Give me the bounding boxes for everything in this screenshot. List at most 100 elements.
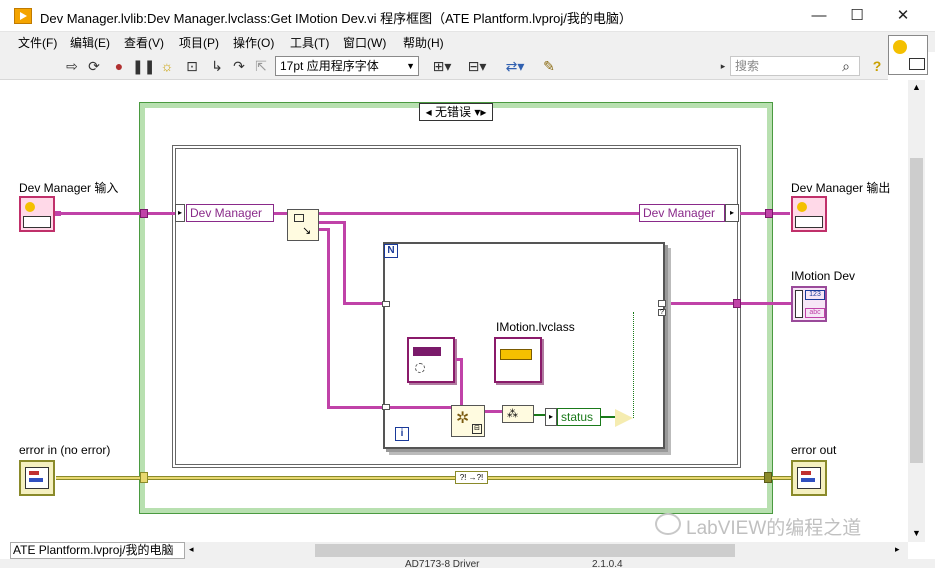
- step-over-icon[interactable]: ↷: [233, 58, 245, 74]
- wire-constant-a[interactable]: [456, 358, 462, 361]
- step-into-icon[interactable]: ↳: [211, 58, 223, 74]
- search-input[interactable]: 搜索: [730, 56, 860, 76]
- class-box-icon: [23, 216, 51, 228]
- terminal-imotion-dev[interactable]: 123 abc: [791, 286, 827, 322]
- abort-icon[interactable]: ●: [114, 58, 124, 74]
- pause-icon[interactable]: ❚❚: [132, 58, 156, 74]
- wire-branch-a-down[interactable]: [343, 221, 346, 303]
- terminal-error-out[interactable]: [791, 460, 827, 496]
- vi-icon[interactable]: [888, 35, 928, 75]
- error-cluster-bar-a: [29, 471, 39, 475]
- maximize-button[interactable]: ☐: [850, 7, 864, 24]
- step-out-icon[interactable]: ⇱: [255, 58, 267, 74]
- terminal-dev-manager-in[interactable]: [19, 196, 55, 232]
- wechat-icon: [655, 513, 681, 535]
- run-arrow-icon[interactable]: ⇨: [66, 58, 78, 74]
- font-size-select[interactable]: 17pt 应用程序字体 ▼: [275, 56, 419, 76]
- scroll-down-icon[interactable]: ▼: [912, 528, 921, 538]
- string-glyph: abc: [805, 308, 825, 318]
- background-driver-version: 2.1.0.4: [592, 559, 623, 570]
- class-constant-bar: [413, 347, 441, 356]
- to-more-specific-class-node[interactable]: ✲ ⊟: [451, 405, 485, 437]
- cast-icon: ✲: [456, 410, 470, 427]
- align-objects-icon[interactable]: ⊞▾: [432, 58, 452, 74]
- error-merge-node[interactable]: ?! →?!: [455, 471, 488, 484]
- numeric-glyph: 123: [805, 290, 825, 300]
- cast-type-icon: ⊟: [472, 424, 482, 434]
- menu-file[interactable]: 文件(F): [18, 36, 58, 50]
- error-cluster-icon-out: [797, 467, 821, 489]
- vertical-scrollbar[interactable]: ▲ ▼: [908, 80, 925, 542]
- menu-window[interactable]: 窗口(W): [343, 36, 387, 50]
- class-constant-imotion-bar: [500, 349, 532, 360]
- wire-to-bundle[interactable]: [318, 212, 640, 215]
- class-constant-dev-manager[interactable]: [407, 337, 455, 383]
- wire-error-cluster[interactable]: [56, 476, 791, 480]
- scroll-up-icon[interactable]: ▲: [912, 82, 921, 92]
- menu-help[interactable]: 帮助(H): [403, 36, 444, 50]
- wire-to-unbundle-error[interactable]: [485, 410, 503, 413]
- chevron-right-icon[interactable]: ▸: [720, 61, 726, 71]
- loop-iteration-terminal: i: [395, 427, 409, 441]
- wire-loop-b[interactable]: [390, 406, 452, 409]
- get-data-node[interactable]: ↘: [287, 209, 319, 241]
- menu-project[interactable]: 项目(P): [179, 36, 219, 50]
- label-dev-manager-in: Dev Manager 输入: [19, 181, 119, 195]
- wire-to-unbundle[interactable]: [274, 212, 288, 215]
- wire-status[interactable]: [534, 414, 546, 416]
- label-error-in: error in (no error): [19, 443, 111, 457]
- scroll-left-icon[interactable]: ◂: [189, 544, 194, 554]
- error-cluster-icon: [25, 467, 49, 489]
- wire-imotion-out[interactable]: [663, 302, 791, 305]
- menu-edit[interactable]: 编辑(E): [70, 36, 110, 50]
- terminal-dev-manager-out[interactable]: [791, 196, 827, 232]
- title-bar: Dev Manager.lvlib:Dev Manager.lvclass:Ge…: [0, 0, 935, 32]
- status-unbundle-label[interactable]: status: [557, 408, 601, 426]
- horizontal-scroll-thumb[interactable]: [315, 544, 735, 557]
- class-constant-imotion[interactable]: [494, 337, 542, 383]
- wire-to-conditional[interactable]: [633, 312, 635, 418]
- error-cluster-bar-out-b: [801, 478, 815, 482]
- retain-wire-values-icon[interactable]: ⊡: [186, 58, 198, 74]
- wire-branch-b-down[interactable]: [327, 228, 330, 408]
- wire-status-to-not[interactable]: [601, 416, 615, 418]
- tunnel-dev-manager-in: [140, 209, 148, 218]
- loop-count-terminal[interactable]: N: [384, 244, 398, 258]
- not-function-icon[interactable]: [615, 409, 633, 427]
- arrow-icon: ↘: [302, 225, 312, 237]
- wire-branch-b[interactable]: [318, 228, 328, 231]
- close-button[interactable]: ✕: [896, 7, 910, 24]
- tunnel-imotion-out: [733, 299, 741, 308]
- case-selector[interactable]: ◂ 无错误 ▾▸: [419, 103, 493, 121]
- context-help-icon[interactable]: ?: [872, 58, 882, 74]
- wire-branch-a[interactable]: [318, 221, 343, 224]
- highlight-execution-icon[interactable]: ☼: [160, 58, 174, 74]
- unbundle-left-tab: ▸: [175, 204, 185, 222]
- run-continuously-icon[interactable]: ⟳: [88, 58, 100, 74]
- bundle-by-name-node[interactable]: Dev Manager: [639, 204, 725, 222]
- wire-branch-a-in[interactable]: [343, 302, 383, 305]
- clean-up-diagram-icon[interactable]: ✎: [543, 58, 555, 74]
- font-size-value: 17pt 应用程序字体: [280, 59, 379, 73]
- search-icon[interactable]: ⌕: [842, 58, 850, 74]
- menu-bar: 文件(F) 编辑(E) 查看(V) 项目(P) 操作(O) 工具(T) 窗口(W…: [0, 32, 935, 52]
- reorder-icon[interactable]: ⇄▾: [505, 58, 525, 74]
- menu-tools[interactable]: 工具(T): [290, 36, 330, 50]
- wire-dev-manager-in[interactable]: [56, 212, 176, 215]
- terminal-error-in[interactable]: [19, 460, 55, 496]
- wire-constant-a-down[interactable]: [460, 358, 463, 408]
- menu-view[interactable]: 查看(V): [124, 36, 164, 50]
- minimize-button[interactable]: —: [811, 7, 827, 24]
- unbundle-by-name-node[interactable]: Dev Manager: [186, 204, 274, 222]
- scroll-right-icon[interactable]: ▸: [895, 544, 900, 554]
- wire-branch-b-in[interactable]: [327, 406, 385, 409]
- menu-operate[interactable]: 操作(O): [233, 36, 275, 50]
- unbundle-error-node[interactable]: ⁂: [502, 405, 534, 423]
- horizontal-scrollbar[interactable]: ◂ ▸: [185, 542, 908, 559]
- vertical-scroll-thumb[interactable]: [910, 158, 923, 463]
- window-title: Dev Manager.lvlib:Dev Manager.lvclass:Ge…: [40, 11, 632, 26]
- tunnel-dev-manager-out: [765, 209, 773, 218]
- error-cluster-bar-out-a: [801, 471, 811, 475]
- distribute-objects-icon[interactable]: ⊟▾: [467, 58, 487, 74]
- loop-tunnel-left-a: [382, 301, 390, 307]
